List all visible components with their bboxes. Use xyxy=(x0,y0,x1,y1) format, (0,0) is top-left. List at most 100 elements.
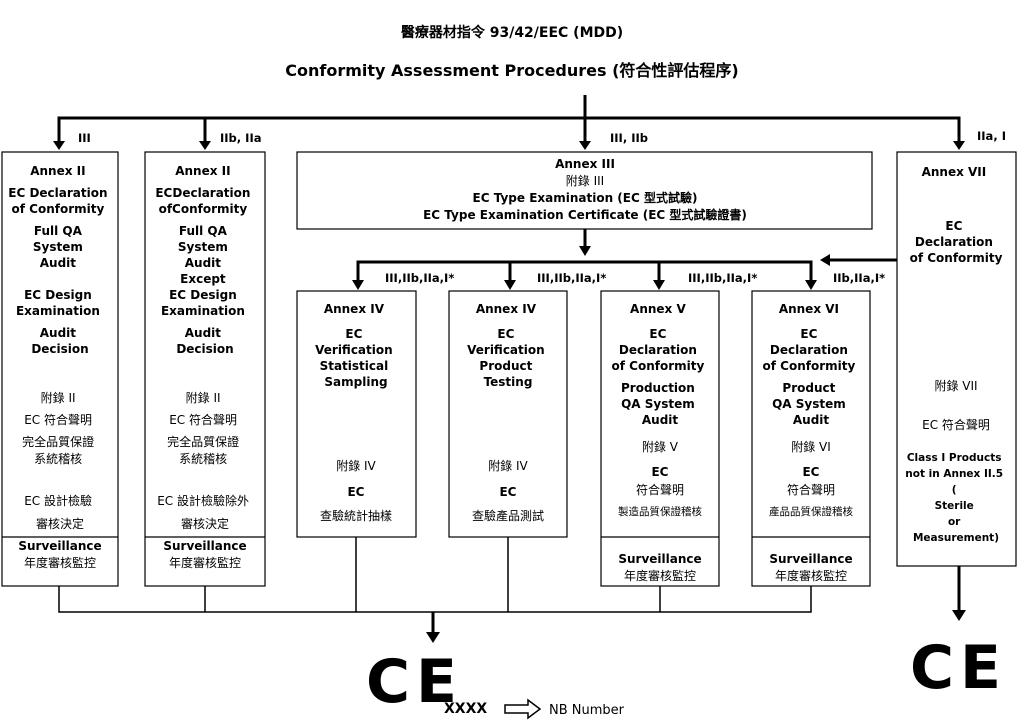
nb-number-label: NB Number xyxy=(549,703,625,718)
annex-vi-cjk: 產品品質保證稽核 xyxy=(769,505,853,518)
annex-ii-except-line: Full QA xyxy=(179,224,228,238)
annex-ii-line: Audit xyxy=(40,326,77,340)
annex-ii-except-line: Decision xyxy=(176,342,233,356)
ce-mark-icon: CE xyxy=(366,647,463,717)
svg-text:Annex V EC Declara: Annex V EC Declaration of Conformity Pro… xyxy=(612,302,709,427)
page-title: 醫療器材指令 93/42/EEC (MDD) xyxy=(401,24,623,41)
annex-vi-surveillance: Surveillance xyxy=(769,552,852,566)
annex-ii-line: Audit xyxy=(40,256,77,270)
annex-ii-cjk: 完全品質保證 xyxy=(22,434,94,449)
top-connector xyxy=(57,95,961,147)
annex-v-line: Audit xyxy=(642,413,679,427)
svg-text:附錄 II EC 符合聲明 完全品質: 附錄 II EC 符合聲明 完全品質保證 系統稽核 EC 設計檢驗 審核決定 xyxy=(22,390,98,531)
annex-vii-box: Annex VII EC Declaration of Conformity 附… xyxy=(896,151,1017,567)
annex-ii-except-title: Annex II xyxy=(175,164,230,178)
annex-v-title: Annex V xyxy=(630,302,686,316)
annex-ii-except-line: Audit xyxy=(185,326,222,340)
annex-ii-surveillance-cjk: 年度審核監控 xyxy=(24,555,96,570)
ce-arrow xyxy=(426,612,440,643)
annex-vii-title: Annex VII xyxy=(922,165,987,179)
annex-vii-note: not in Annex II.5 xyxy=(905,468,1003,480)
annex-iv-sampling-cjk: EC xyxy=(347,485,364,499)
annex-iii-type-exam: EC Type Examination (EC 型式試驗) xyxy=(473,190,698,205)
annex-ii-except-cjk: EC 符合聲明 xyxy=(169,412,237,427)
annex-ii-line: System xyxy=(33,240,83,254)
annex-ii-line: EC Design xyxy=(24,288,92,302)
annex-v-line: EC xyxy=(649,327,666,341)
annex-vii-line: of Conformity xyxy=(910,251,1003,265)
annex-vi-line: EC xyxy=(800,327,817,341)
annex-v-line: Declaration xyxy=(619,343,697,357)
annex-iii-type-cert: EC Type Examination Certificate (EC 型式試驗… xyxy=(423,207,747,222)
annex-iv-sampling-cjk: 查驗統計抽樣 xyxy=(320,508,392,523)
arrow-down-icon xyxy=(53,141,965,150)
annex-iv-sampling-line: Statistical xyxy=(320,359,389,373)
annex-iii-title: Annex III xyxy=(555,157,615,171)
annex-vi-cjk: 附錄 VI xyxy=(791,439,831,454)
annex-vii-note: ( xyxy=(952,484,957,496)
annex-ii-line: Examination xyxy=(16,304,100,318)
annex-ii-except-surveillance-cjk: 年度審核監控 xyxy=(169,555,241,570)
annex-vii-feed-arrow xyxy=(820,254,897,266)
annex-vi-line: of Conformity xyxy=(763,359,856,373)
annex-ii-cjk: 審核決定 xyxy=(36,516,84,531)
annex-vi-line: QA System xyxy=(772,397,846,411)
svg-text:Annex IV EC Verifi: Annex IV EC Verification Statistical Sam… xyxy=(315,302,397,389)
arrow-down-icon xyxy=(426,632,440,643)
annex-ii-cjk: 附錄 II xyxy=(41,390,76,405)
svg-text:Annex III: Annex III xyxy=(555,157,615,171)
annex-iv-sampling-line: Sampling xyxy=(324,375,387,389)
annex-ii-except-box: Annex II ECDeclaration ofConformity Full… xyxy=(144,151,266,587)
annex-vi-cjk: 符合聲明 xyxy=(787,482,835,497)
annex-ii-except-line: Audit xyxy=(185,256,222,270)
annex-ii-line: of Conformity xyxy=(12,202,105,216)
arrow-down-icon xyxy=(952,610,966,621)
annex-iv-testing-line: Testing xyxy=(484,375,533,389)
annex-vi-surveillance-cjk: 年度審核監控 xyxy=(775,568,847,583)
svg-text:Annex IV EC Verifi: Annex IV EC Verification Product Testing xyxy=(467,302,549,389)
arrow-down-icon xyxy=(352,246,817,290)
annex-ii-line: EC Declaration xyxy=(8,186,107,200)
bottom-connector xyxy=(58,537,812,613)
annex-iii-box: Annex III 附錄 III EC Type Examination (EC… xyxy=(296,151,873,230)
annex-vi-line: Declaration xyxy=(770,343,848,357)
branch-label-iii: III xyxy=(78,131,91,145)
svg-text:Annex II EC Declaration: Annex II EC Declaration of Conformity Fu… xyxy=(8,164,111,356)
annex-ii-cjk: EC 符合聲明 xyxy=(24,412,92,427)
annex-v-box: Annex V EC Declaration of Conformity Pro… xyxy=(600,290,720,587)
annex-ii-surveillance: Surveillance xyxy=(18,539,101,553)
annex-ii-except-surveillance: Surveillance xyxy=(163,539,246,553)
annex-ii-line: Full QA xyxy=(34,224,83,238)
annex-iv-sampling-cjk: 附錄 IV xyxy=(336,458,376,473)
annex-iv-sampling-line: EC xyxy=(345,327,362,341)
annex-v-cjk: 附錄 V xyxy=(642,439,679,454)
branch-label-iib-iia: IIb, IIa xyxy=(220,131,261,145)
sub-branch-label-3: III,IIb,IIa,I* xyxy=(688,271,757,285)
annex-ii-except-cjk: 審核決定 xyxy=(181,516,229,531)
annex-iv-testing-line: Product xyxy=(479,359,532,373)
annex-vi-line: Audit xyxy=(793,413,830,427)
annex-ii-cjk: 系統稽核 xyxy=(34,451,82,466)
annex-vi-box: Annex VI EC Declaration of Conformity Pr… xyxy=(751,290,871,587)
svg-text:Annex II ECDeclaration: Annex II ECDeclaration ofConformity Full… xyxy=(155,164,254,356)
branch-label-iia-i: IIa, I xyxy=(977,129,1006,143)
annex-vii-line: Declaration xyxy=(915,235,993,249)
annex-iv-sampling-title: Annex IV xyxy=(324,302,385,316)
annex-vii-note: Measurement) xyxy=(913,532,999,544)
ce-mark-icon: CE xyxy=(910,633,1007,703)
annex-ii-except-cjk: EC 設計檢驗除外 xyxy=(157,493,249,508)
annex-vii-line: EC xyxy=(945,219,962,233)
annex-v-line: of Conformity xyxy=(612,359,705,373)
annex-ii-title: Annex II xyxy=(30,164,85,178)
annex-ii-except-line: ECDeclaration xyxy=(155,186,250,200)
annex-ii-except-line: EC Design xyxy=(169,288,237,302)
annex-iv-testing-box: Annex IV EC Verification Product Testing… xyxy=(448,290,568,538)
annex-iv-testing-line: Verification xyxy=(467,343,545,357)
annex-vii-note: Class I Products xyxy=(907,452,1002,464)
branch-label-iii-iib: III, IIb xyxy=(610,131,648,145)
annex-v-cjk: EC xyxy=(651,465,668,479)
hollow-arrow-right-icon xyxy=(504,698,542,720)
annex-ii-except-line: Except xyxy=(180,272,226,286)
annex-iv-testing-title: Annex IV xyxy=(476,302,537,316)
